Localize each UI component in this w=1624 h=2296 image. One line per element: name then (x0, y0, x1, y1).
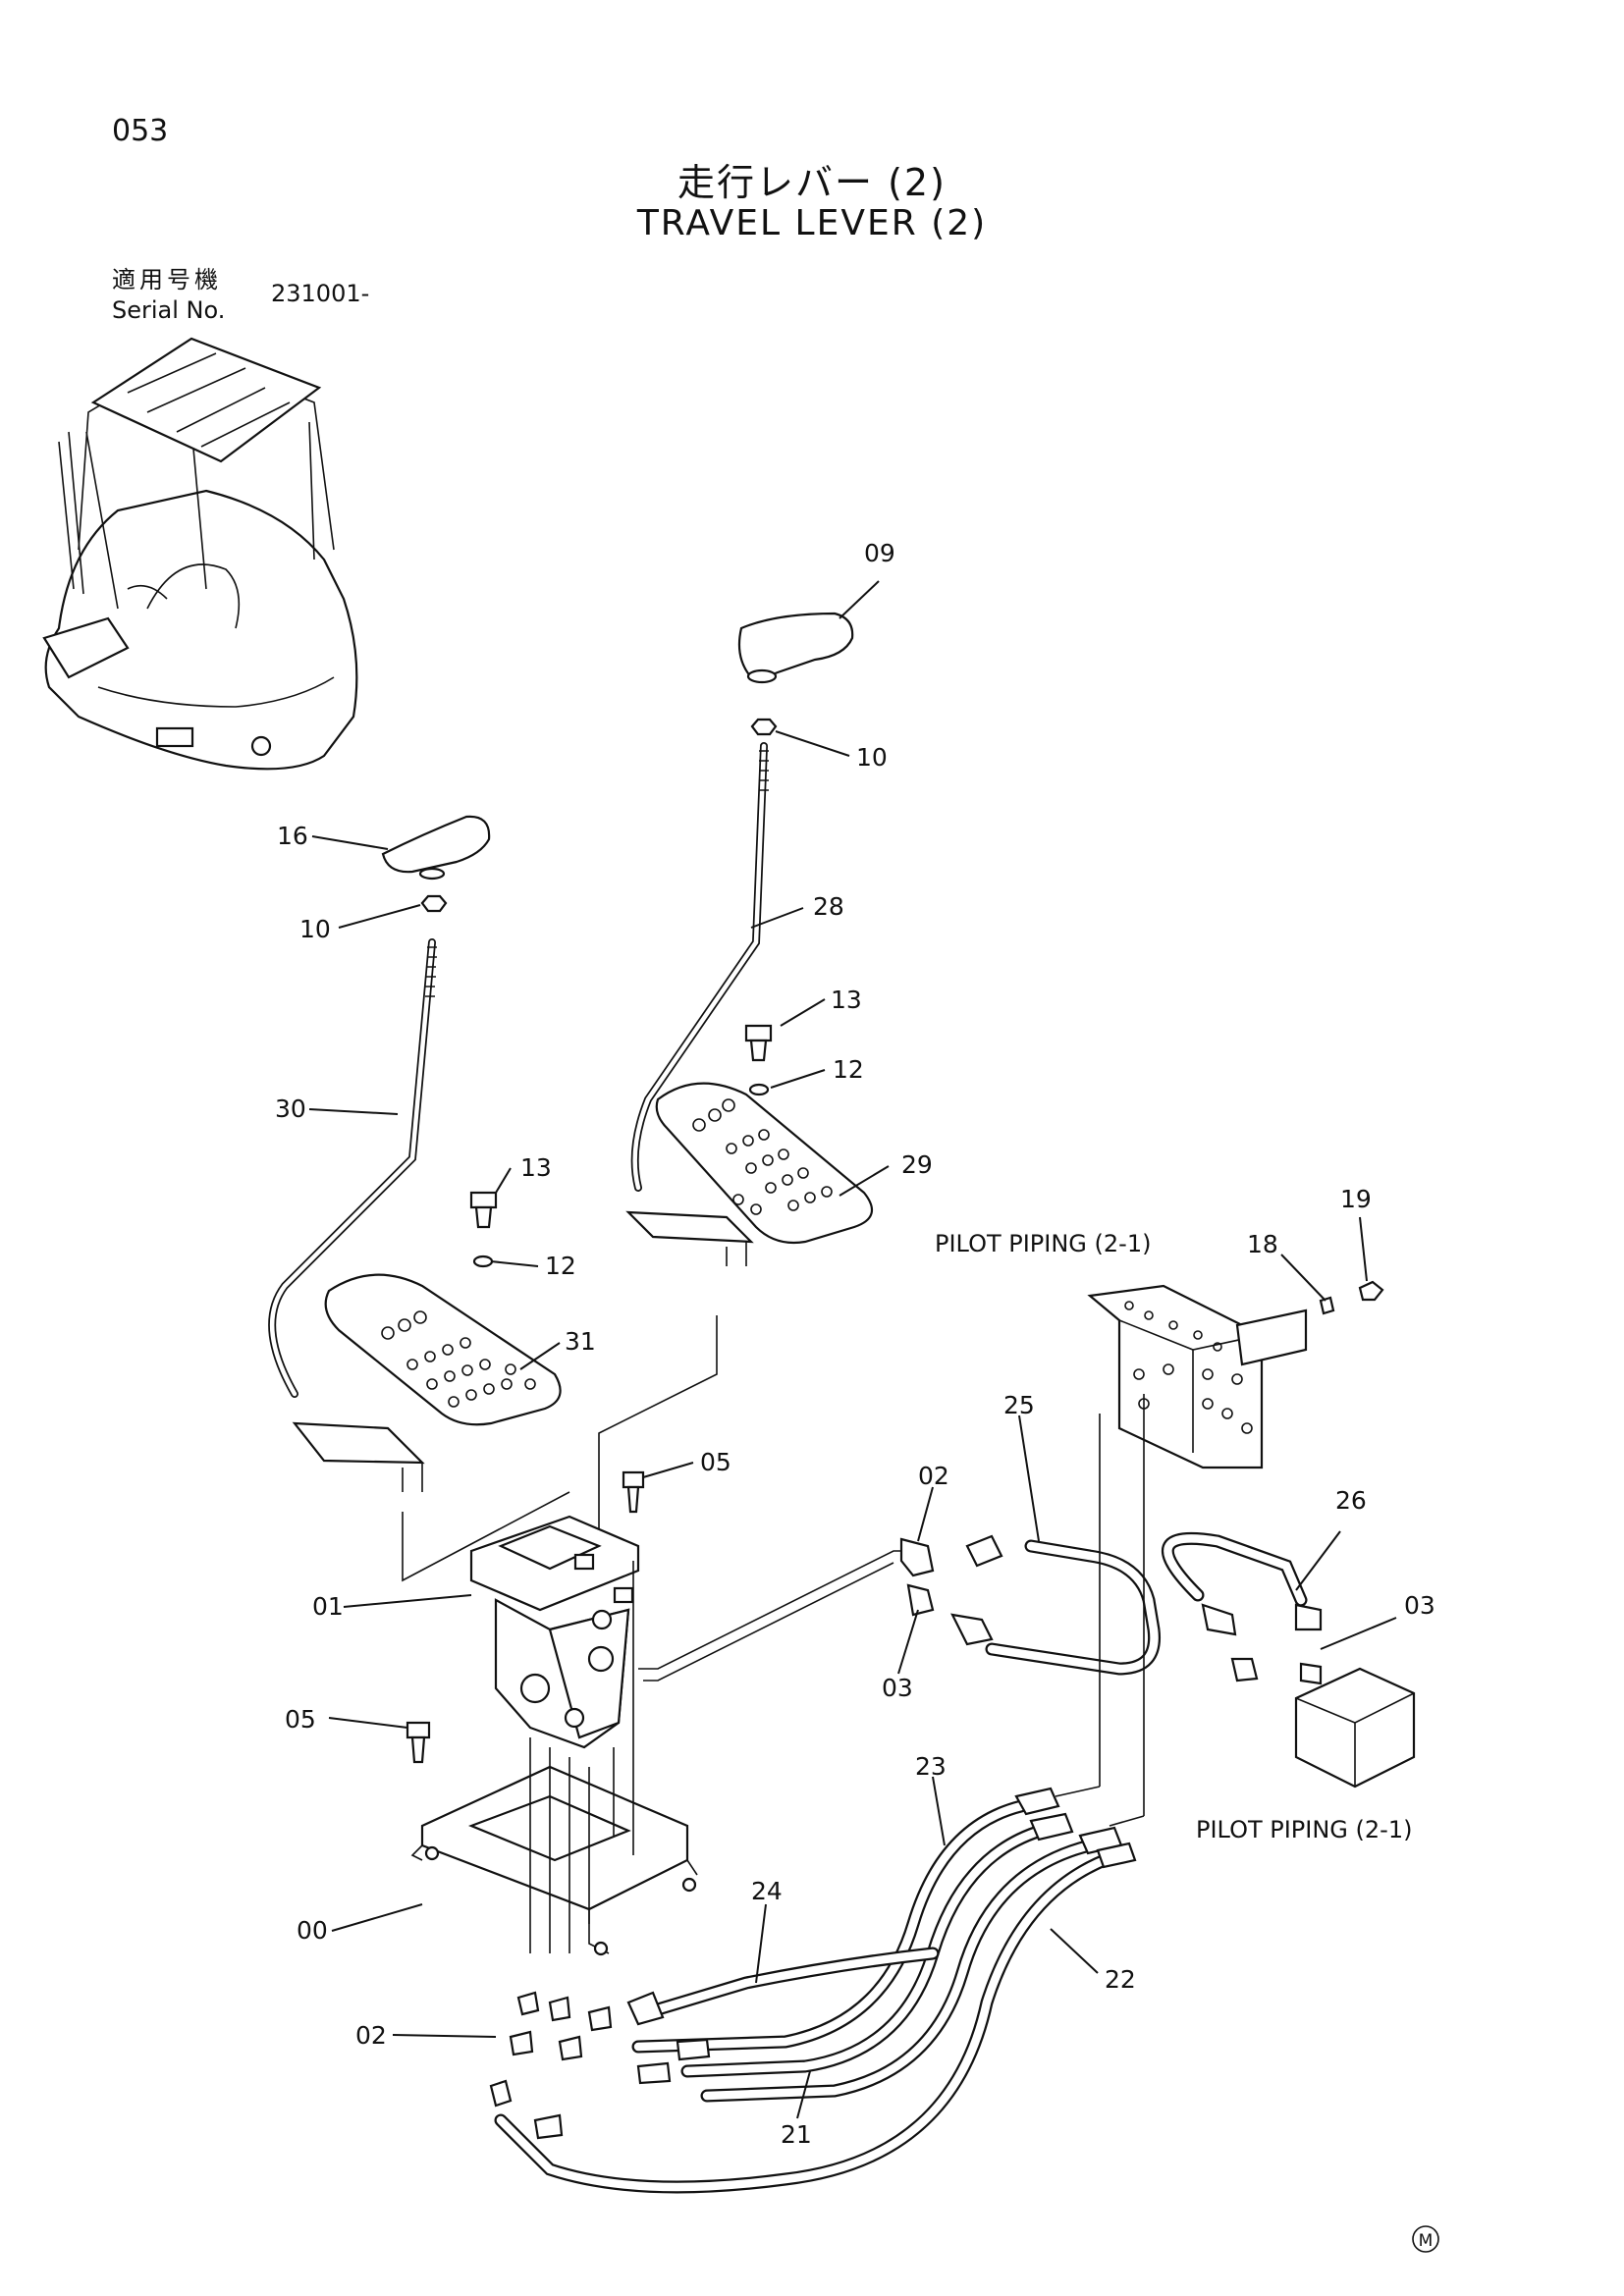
callout-23: 23 (915, 1752, 947, 1781)
callout-13-upper: 13 (831, 986, 862, 1014)
callout-03-left: 03 (882, 1674, 913, 1702)
callout-03-right: 03 (1404, 1591, 1435, 1620)
callout-12-upper: 12 (833, 1055, 864, 1084)
page-number: 053 (112, 114, 169, 148)
serial-label-english: Serial No. (112, 296, 226, 324)
callout-12-lower: 12 (545, 1252, 576, 1280)
callout-02-upper: 02 (918, 1462, 949, 1490)
callout-05-lower: 05 (285, 1705, 316, 1734)
left-travel-lever (268, 815, 562, 1492)
callout-26: 26 (1335, 1486, 1367, 1515)
callout-24: 24 (751, 1877, 783, 1905)
mark-circle (1412, 2225, 1439, 2253)
callout-29: 29 (901, 1150, 933, 1179)
serial-number-value: 231001- (271, 280, 370, 307)
callout-10-upper: 10 (856, 743, 888, 772)
machine-thumbnail (42, 337, 358, 771)
callout-28: 28 (813, 892, 844, 921)
mark-letter: M (1419, 2231, 1434, 2251)
callout-22: 22 (1105, 1965, 1136, 1994)
callout-05-upper: 05 (700, 1448, 731, 1476)
leader-lines (308, 580, 1397, 2119)
callout-labels: 09 10 16 10 28 13 12 29 30 13 12 31 19 1… (275, 539, 1439, 2253)
callout-10-lower: 10 (299, 915, 331, 943)
callout-13-lower: 13 (520, 1153, 552, 1182)
callout-09: 09 (864, 539, 895, 567)
callout-18: 18 (1247, 1230, 1278, 1258)
callout-30: 30 (275, 1095, 306, 1123)
right-travel-lever (625, 612, 874, 1266)
callout-16: 16 (277, 822, 308, 850)
callout-21: 21 (781, 2120, 812, 2149)
callout-02-lower: 02 (355, 2021, 387, 2050)
serial-label-japanese: 適用号機 (112, 266, 222, 294)
callout-31: 31 (565, 1327, 596, 1356)
callout-19: 19 (1340, 1185, 1372, 1213)
pilot-piping-note-bottom: PILOT PIPING (2-1) (1196, 1816, 1412, 1843)
pilot-piping-note-top: PILOT PIPING (2-1) (935, 1230, 1151, 1257)
pilot-piping (489, 1280, 1416, 2194)
callout-00: 00 (297, 1916, 328, 1945)
title-english: TRAVEL LEVER (2) (636, 203, 988, 243)
callout-01: 01 (312, 1592, 344, 1621)
title-japanese: 走行レバー (2) (677, 161, 947, 204)
pilot-valve-assembly (402, 1315, 718, 1956)
callout-25: 25 (1003, 1391, 1035, 1419)
